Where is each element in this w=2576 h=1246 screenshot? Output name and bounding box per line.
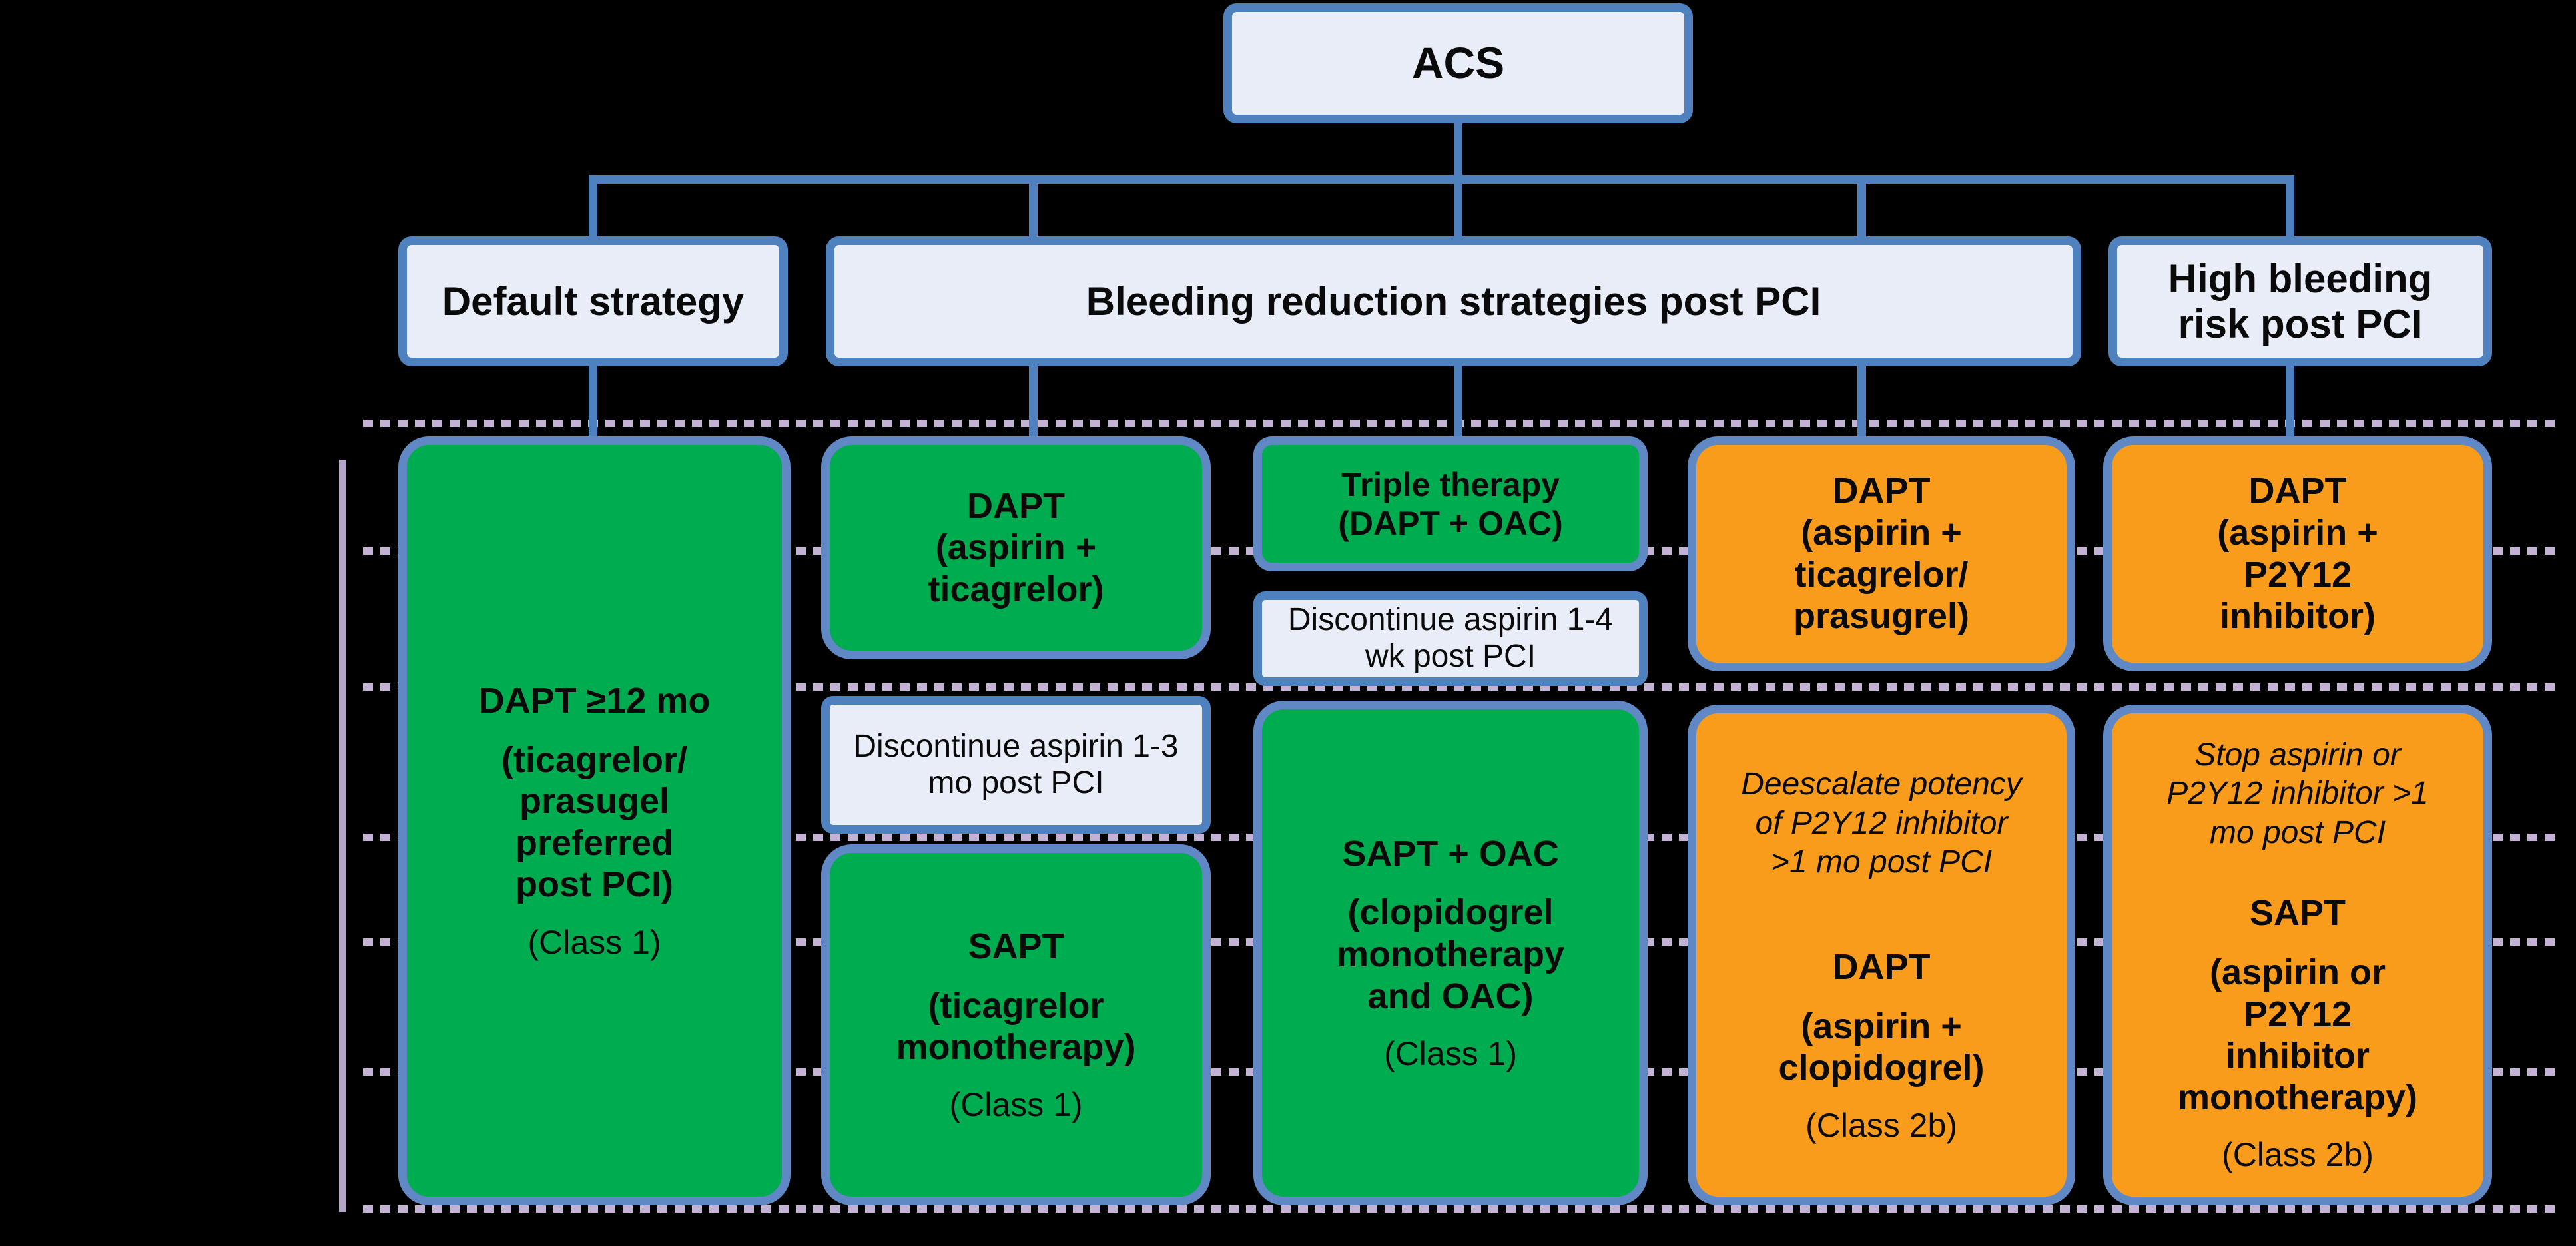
- note-discontinue-aspirin-1-4wk-text: Discontinue aspirin 1-4 wk post PCI: [1287, 602, 1614, 674]
- box-deescalate-title: DAPT: [1832, 946, 1931, 987]
- box-dapt-ticagrelor-prasugrel-subtitle: (aspirin + ticagrelor/ prasugrel): [1793, 512, 1970, 637]
- acs-root-box: ACS: [1223, 3, 1693, 123]
- box-sapt-oac-subtitle: (clopidogrel monotherapy and OAC): [1336, 892, 1565, 1016]
- connector-drop-bleeding-left: [1029, 175, 1038, 242]
- note-discontinue-aspirin-1-4wk: Discontinue aspirin 1-4 wk post PCI: [1253, 591, 1648, 686]
- connector-drop-bleeding-right: [1857, 175, 1866, 242]
- branch-bleeding-reduction: Bleeding reduction strategies post PCI: [826, 236, 2081, 366]
- box-stop-aspirin-subtitle: (aspirin or P2Y12 inhibitor monotherapy): [2178, 952, 2418, 1117]
- connector-drop-default: [589, 175, 597, 242]
- box-dapt-p2y12-inhibitor: DAPT (aspirin + P2Y12 inhibitor): [2103, 436, 2492, 671]
- box-dapt-12mo-class: (Class 1): [527, 924, 661, 962]
- connector-stub-col1: [589, 363, 597, 440]
- box-dapt-aspirin-ticagrelor: DAPT (aspirin + ticagrelor): [821, 436, 1211, 659]
- box-deescalate-note: Deescalate potency of P2Y12 inhibitor >1…: [1741, 767, 2022, 880]
- box-dapt-aspirin-ticagrelor-title: DAPT: [967, 485, 1065, 526]
- box-sapt-oac: SAPT + OAC (clopidogrel monotherapy and …: [1253, 701, 1648, 1205]
- box-triple-therapy: Triple therapy (DAPT + OAC): [1253, 436, 1648, 571]
- note-discontinue-aspirin-1-3mo: Discontinue aspirin 1-3 mo post PCI: [821, 696, 1211, 834]
- box-stop-aspirin-class: (Class 2b): [2222, 1136, 2374, 1174]
- box-stop-aspirin-note: Stop aspirin or P2Y12 inhibitor >1 mo po…: [2166, 737, 2429, 850]
- box-triple-therapy-subtitle: (DAPT + OAC): [1338, 504, 1563, 542]
- box-deescalate-dapt-clopidogrel: Deescalate potency of P2Y12 inhibitor >1…: [1688, 705, 2075, 1205]
- box-stop-aspirin-title: SAPT: [2249, 893, 2346, 934]
- connector-stub-col4: [1857, 363, 1866, 440]
- branch-default-strategy: Default strategy: [398, 236, 788, 366]
- box-stop-aspirin-sapt-monotherapy: Stop aspirin or P2Y12 inhibitor >1 mo po…: [2103, 705, 2492, 1205]
- box-sapt-ticagrelor-class: (Class 1): [949, 1086, 1083, 1123]
- branch-high-bleeding-risk-label: High bleeding risk post PCI: [2168, 256, 2433, 346]
- connector-stub-col5: [2286, 363, 2294, 440]
- box-triple-therapy-title: Triple therapy: [1341, 466, 1560, 503]
- timeline-dashed-line-7: [363, 1205, 2561, 1213]
- box-dapt-ticagrelor-prasugrel-title: DAPT: [1832, 471, 1931, 511]
- connector-drop-hbr: [2286, 175, 2294, 242]
- box-dapt-p2y12-subtitle: (aspirin + P2Y12 inhibitor): [2217, 512, 2378, 637]
- box-dapt-12mo-subtitle: (ticagrelor/ prasugel preferred post PCI…: [501, 739, 688, 905]
- connector-horizontal: [589, 175, 2294, 184]
- branch-high-bleeding-risk: High bleeding risk post PCI: [2108, 236, 2492, 366]
- box-sapt-ticagrelor-title: SAPT: [968, 926, 1064, 967]
- box-deescalate-class: (Class 2b): [1805, 1106, 1957, 1144]
- box-dapt-aspirin-ticagrelor-subtitle: (aspirin + ticagrelor): [928, 527, 1104, 609]
- box-dapt-p2y12-title: DAPT: [2248, 471, 2347, 511]
- box-dapt-12mo: DAPT ≥12 mo (ticagrelor/ prasugel prefer…: [398, 436, 791, 1205]
- acs-root-label: ACS: [1411, 38, 1505, 88]
- connector-acs-stub: [1454, 122, 1462, 184]
- connector-stub-col2: [1029, 363, 1038, 440]
- box-sapt-oac-title: SAPT + OAC: [1342, 833, 1559, 874]
- box-sapt-ticagrelor-monotherapy: SAPT (ticagrelor monotherapy) (Class 1): [821, 844, 1211, 1205]
- connector-stub-col3: [1454, 363, 1462, 440]
- timeline-axis-line: [339, 460, 346, 1212]
- branch-bleeding-reduction-label: Bleeding reduction strategies post PCI: [1086, 278, 1821, 324]
- branch-default-strategy-label: Default strategy: [442, 278, 745, 324]
- note-discontinue-aspirin-1-3mo-text: Discontinue aspirin 1-3 mo post PCI: [853, 728, 1179, 800]
- box-sapt-ticagrelor-subtitle: (ticagrelor monotherapy): [896, 985, 1136, 1068]
- box-deescalate-subtitle: (aspirin + clopidogrel): [1778, 1006, 1985, 1088]
- box-dapt-ticagrelor-prasugrel: DAPT (aspirin + ticagrelor/ prasugrel): [1688, 436, 2075, 671]
- box-dapt-12mo-title: DAPT ≥12 mo: [478, 680, 711, 721]
- box-sapt-oac-class: (Class 1): [1383, 1035, 1518, 1073]
- timeline-dashed-line-3: [363, 683, 2561, 691]
- connector-drop-bleeding-center: [1454, 175, 1462, 242]
